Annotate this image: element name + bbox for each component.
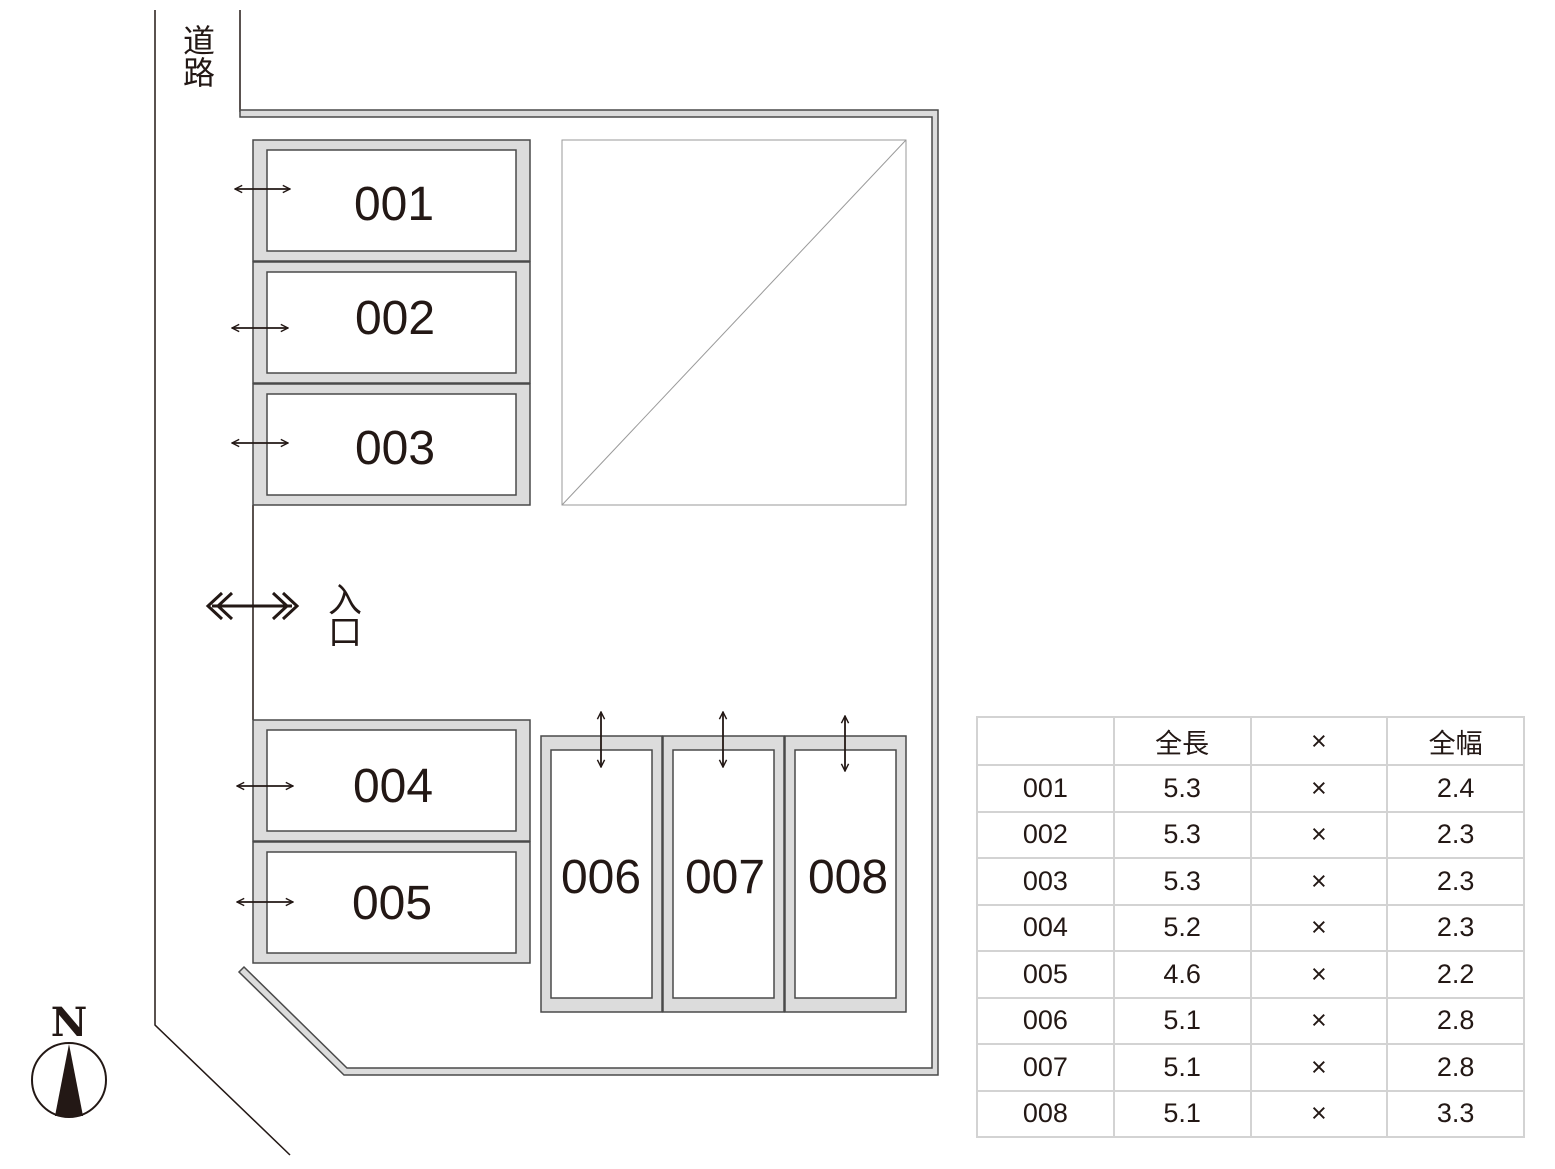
width-cell: 2.3 [1386,810,1525,859]
parking-space-003[interactable]: 003 [252,383,531,506]
sep-cell: × [1249,950,1389,999]
table-row: 003 5.3 × 2.3 [976,857,1525,906]
parking-space-004[interactable]: 004 [252,719,531,842]
width-cell: 2.8 [1386,1043,1525,1092]
sep-cell: × [1249,857,1389,906]
length-cell: 5.3 [1112,764,1252,813]
sep-cell: × [1249,1089,1389,1138]
width-cell: 2.4 [1386,764,1525,813]
length-cell: 4.6 [1112,950,1252,999]
header-cell: × [1249,716,1389,766]
sep-cell: × [1249,810,1389,859]
table-row: 007 5.1 × 2.8 [976,1043,1525,1092]
space-number: 005 [352,877,432,930]
space-cell: 004 [976,903,1115,952]
parking-space-001[interactable]: 001 [252,139,531,262]
parking-space-008[interactable]: 008 [784,735,907,1013]
north-compass-icon: N [31,999,107,1118]
table-header-row: 全長 × 全幅 [976,716,1525,766]
space-number: 008 [808,851,888,904]
north-label: N [51,999,88,1046]
length-cell: 5.2 [1112,903,1252,952]
space-number: 007 [685,851,765,904]
entrance-arrow-icon [205,591,300,621]
entrance-label: 入口 [328,581,362,653]
parking-space-007[interactable]: 007 [662,735,785,1013]
sep-cell: × [1249,1043,1389,1092]
width-cell: 3.3 [1386,1089,1525,1138]
sep-cell: × [1249,903,1389,952]
space-cell: 003 [976,857,1115,906]
length-cell: 5.1 [1112,1043,1252,1092]
length-cell: 5.1 [1112,996,1252,1045]
space-number: 004 [353,760,433,813]
space-cell: 008 [976,1089,1115,1138]
sep-cell: × [1249,996,1389,1045]
space-cell: 002 [976,810,1115,859]
space-cell: 005 [976,950,1115,999]
table-row: 008 5.1 × 3.3 [976,1089,1525,1138]
space-cell: 006 [976,996,1115,1045]
unavailable-area [561,139,907,506]
width-cell: 2.3 [1386,903,1525,952]
width-cell: 2.8 [1386,996,1525,1045]
lot-perimeter-curb [237,109,939,1076]
dimensions-table: 全長 × 全幅 001 5.3 × 2.4 002 5.3 × 2.3 003 … [976,716,1525,1138]
space-number: 006 [561,851,641,904]
width-cell: 2.3 [1386,857,1525,906]
length-cell: 5.3 [1112,810,1252,859]
header-cell [976,716,1115,766]
parking-space-002[interactable]: 002 [252,261,531,384]
parking-space-006[interactable]: 006 [540,735,663,1013]
width-cell: 2.2 [1386,950,1525,999]
header-cell: 全幅 [1386,716,1525,766]
space-number: 002 [355,292,435,345]
space-cell: 001 [976,764,1115,813]
header-cell: 全長 [1112,716,1252,766]
space-number: 003 [355,422,435,475]
table-row: 004 5.2 × 2.3 [976,903,1525,952]
table-row: 002 5.3 × 2.3 [976,810,1525,859]
space-number: 001 [354,178,434,231]
parking-space-005[interactable]: 005 [252,841,531,964]
length-cell: 5.3 [1112,857,1252,906]
space-cell: 007 [976,1043,1115,1092]
table-row: 001 5.3 × 2.4 [976,764,1525,813]
length-cell: 5.1 [1112,1089,1252,1138]
road-label: 道路 [183,22,215,92]
sep-cell: × [1249,764,1389,813]
road-boundary-left [154,10,291,1156]
table-row: 005 4.6 × 2.2 [976,950,1525,999]
table-row: 006 5.1 × 2.8 [976,996,1525,1045]
